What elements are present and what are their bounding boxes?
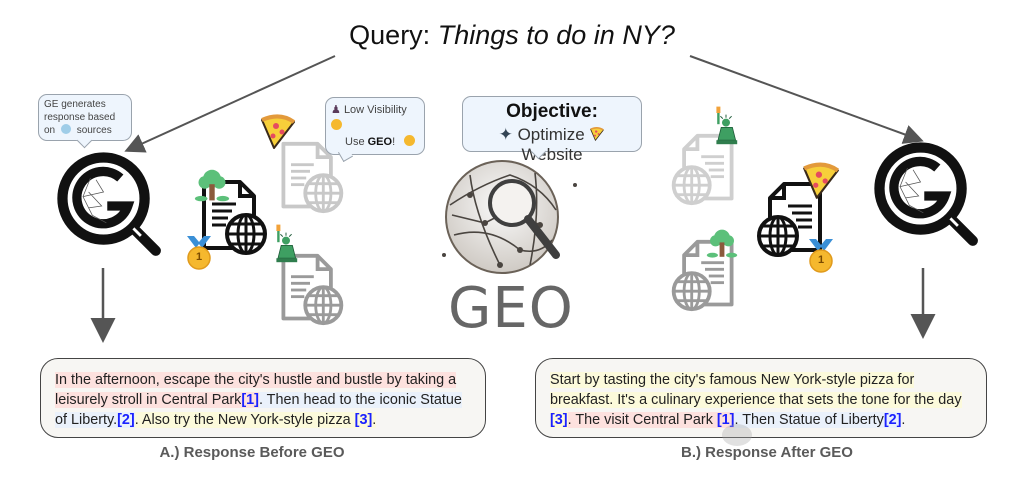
citation-2: [2] bbox=[883, 412, 902, 428]
citation-3: [3] bbox=[354, 412, 373, 428]
geo-emphasis: GEO bbox=[367, 136, 393, 148]
low-visibility-bubble: ♟ Low Visibility Use GEO! bbox=[325, 97, 425, 155]
bubble-text: sources bbox=[76, 125, 112, 136]
first-place-medal-icon: 1 bbox=[806, 237, 836, 273]
caption-before-geo: A.) Response Before GEO bbox=[159, 444, 345, 461]
query-heading: Query: Things to do in NY? bbox=[0, 20, 1024, 51]
query-label: Query: bbox=[349, 20, 431, 50]
magic-wand-icon: ✦ bbox=[498, 125, 513, 144]
geo-globe-search-icon bbox=[442, 160, 577, 274]
pizza-sentence: . Also try the New York-style pizza bbox=[134, 412, 355, 428]
statue-sentence: . Then Statue of Liberty bbox=[734, 412, 884, 428]
citation-1: [1] bbox=[716, 412, 735, 428]
medal-rank: 1 bbox=[817, 254, 825, 266]
central-park-tree-icon bbox=[194, 168, 230, 204]
citation-2: [2] bbox=[117, 412, 135, 428]
pizza-icon bbox=[800, 160, 842, 202]
ge-badge-icon bbox=[60, 124, 71, 134]
citation-3: [3] bbox=[550, 412, 568, 428]
bubble-text: Low Visibility bbox=[343, 104, 407, 116]
citation-1: [1] bbox=[241, 392, 259, 408]
bubble-line: GE generates bbox=[44, 99, 106, 110]
generative-engine-right-icon bbox=[872, 140, 984, 252]
sad-face-icon bbox=[331, 119, 342, 130]
sentence-end: . bbox=[372, 412, 377, 428]
sentence-end: . bbox=[901, 412, 906, 428]
generative-engine-left-icon bbox=[55, 150, 167, 262]
response-after-geo-box: Start by tasting the city's famous New Y… bbox=[535, 358, 987, 438]
pizza-icon bbox=[589, 126, 605, 142]
statue-of-liberty-icon bbox=[270, 222, 302, 264]
pizza-sentence: Start by tasting the city's famous New Y… bbox=[550, 372, 962, 408]
ge-explanation-bubble: GE generates response based on sources bbox=[38, 94, 132, 141]
response-before-geo-box: In the afternoon, escape the city's hust… bbox=[40, 358, 486, 438]
central-park-tree-icon bbox=[706, 228, 738, 260]
central-park-sentence: . The visit Central Park bbox=[567, 412, 717, 428]
objective-title: Objective: bbox=[506, 101, 598, 122]
query-to-right-engine-arrow bbox=[689, 55, 924, 144]
bubble-text: on bbox=[44, 125, 56, 136]
objective-verb: Optimize bbox=[517, 125, 585, 144]
bubble-text: ! bbox=[392, 136, 396, 148]
person-icon: ♟ bbox=[331, 104, 341, 116]
query-text: Things to do in NY? bbox=[437, 20, 675, 50]
bubble-text: Use bbox=[345, 136, 365, 148]
statue-of-liberty-icon bbox=[710, 104, 742, 146]
first-place-medal-icon: 1 bbox=[184, 234, 214, 270]
medal-rank: 1 bbox=[195, 251, 203, 263]
pizza-icon bbox=[258, 112, 298, 152]
geo-logo-text: GEO bbox=[448, 276, 574, 341]
objective-bubble: Objective: ✦ Optimize Website bbox=[462, 96, 642, 164]
caption-after-geo: B.) Response After GEO bbox=[681, 444, 853, 461]
query-to-left-engine-arrow bbox=[124, 55, 336, 153]
bubble-line: response based bbox=[44, 112, 116, 123]
wechat-watermark-icon bbox=[722, 424, 752, 446]
happy-face-icon bbox=[404, 135, 416, 146]
